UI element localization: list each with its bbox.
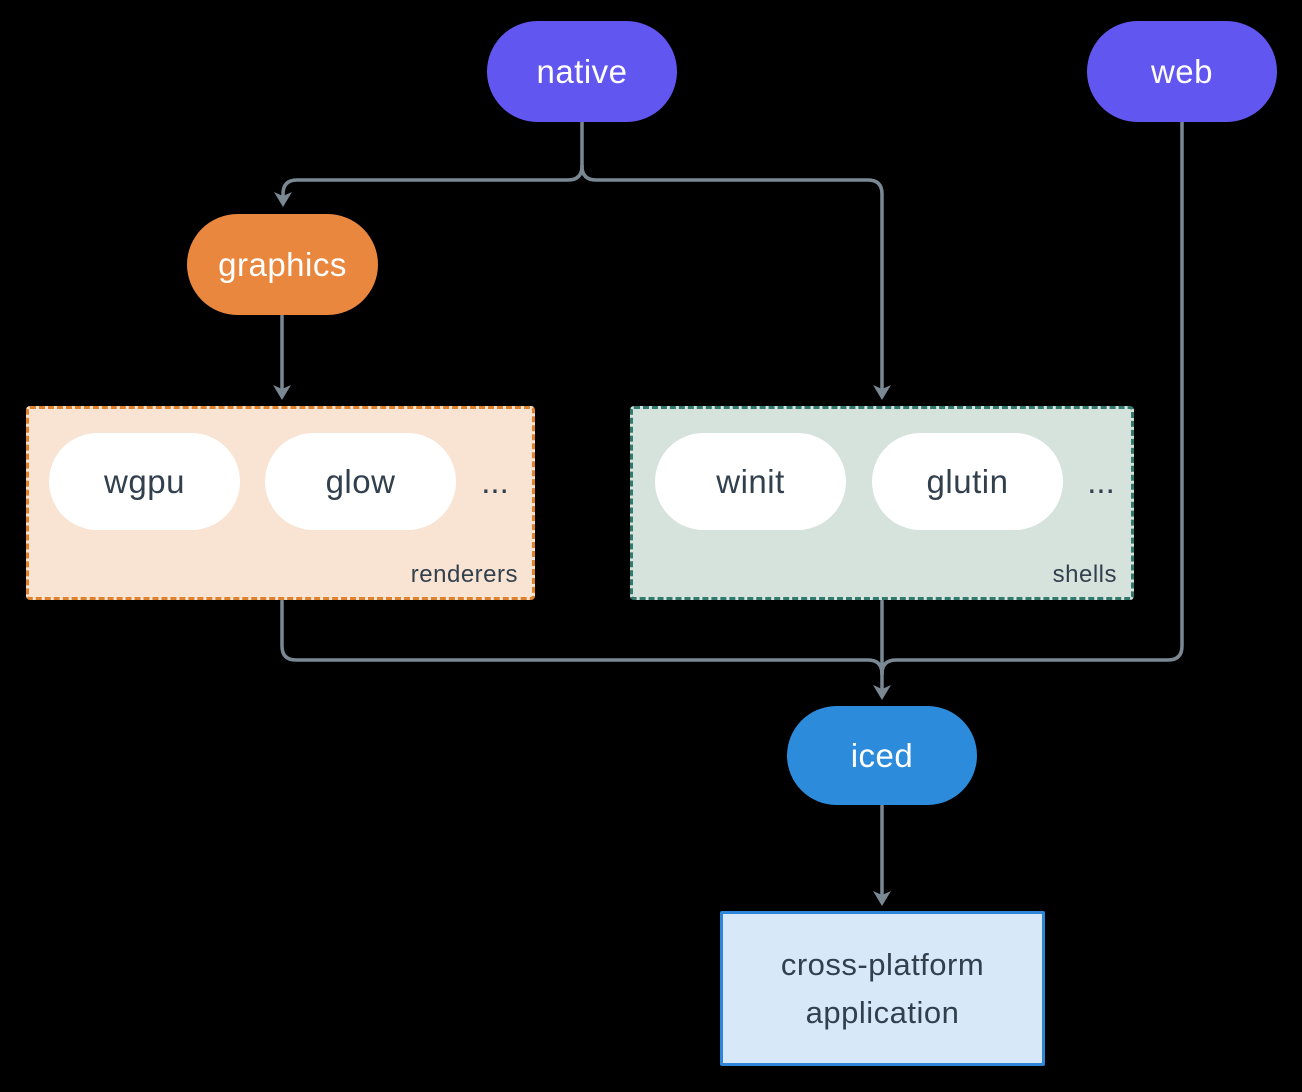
application-label-line1: cross-platform bbox=[780, 946, 985, 982]
web-pill: web bbox=[1087, 21, 1277, 122]
arrowhead-application bbox=[873, 891, 891, 906]
edge-native-shells bbox=[580, 164, 884, 390]
iced-pill: iced bbox=[787, 706, 977, 805]
winit-pill-label: winit bbox=[716, 462, 785, 500]
renderers-ellipsis: ... bbox=[481, 462, 509, 500]
shells-group-label: shells bbox=[1052, 561, 1117, 588]
renderers-group: wgpu glow ... renderers bbox=[26, 406, 535, 600]
glow-pill: glow bbox=[265, 433, 456, 530]
edge-renderers-merge bbox=[280, 599, 884, 676]
arrowhead-renderers bbox=[273, 385, 291, 400]
graphics-pill-label: graphics bbox=[218, 245, 347, 283]
iced-pill-label: iced bbox=[850, 736, 914, 774]
renderers-group-label: renderers bbox=[410, 561, 518, 588]
wgpu-pill: wgpu bbox=[49, 433, 240, 530]
arrowhead-graphics bbox=[274, 192, 292, 207]
application-box: cross-platform application bbox=[720, 911, 1045, 1066]
glutin-pill: glutin bbox=[872, 433, 1063, 530]
shells-ellipsis: ... bbox=[1087, 462, 1115, 500]
graphics-pill: graphics bbox=[187, 214, 378, 315]
arrowhead-shells bbox=[873, 385, 891, 400]
application-label-line2: application bbox=[805, 994, 960, 1030]
native-pill: native bbox=[487, 21, 677, 122]
edge-native-graphics bbox=[281, 164, 584, 197]
arrowhead-iced bbox=[873, 685, 891, 700]
wgpu-pill-label: wgpu bbox=[104, 462, 185, 500]
glow-pill-label: glow bbox=[325, 462, 396, 500]
shells-group: winit glutin ... shells bbox=[630, 406, 1134, 600]
glutin-pill-label: glutin bbox=[926, 462, 1009, 500]
native-pill-label: native bbox=[536, 52, 628, 90]
web-pill-label: web bbox=[1150, 52, 1214, 90]
winit-pill: winit bbox=[655, 433, 846, 530]
